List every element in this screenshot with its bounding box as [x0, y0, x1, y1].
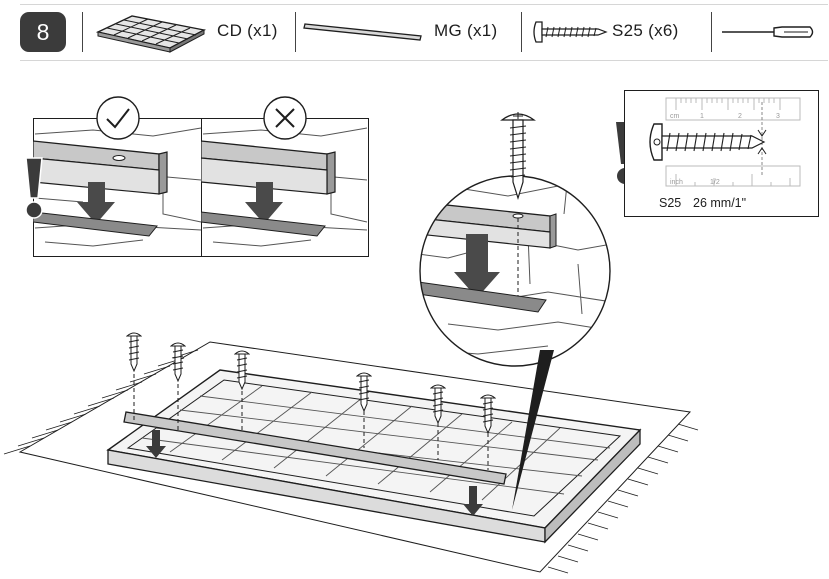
header-separator — [711, 12, 712, 52]
part-label-s25: S25 (x6) — [612, 21, 679, 40]
cross-mark-icon — [262, 95, 308, 141]
header-top-rule — [20, 4, 828, 5]
header-bottom-rule — [20, 60, 828, 61]
part-label-cd: CD (x1) — [217, 21, 278, 40]
screw-icon — [429, 382, 447, 425]
screw-icon — [532, 18, 608, 46]
screw-icon — [233, 348, 251, 391]
screw-spec-size: 26 mm/1" — [693, 196, 747, 210]
ruler-bottom-tick: 1/2 — [710, 179, 720, 186]
screw-spec-code: S25 — [659, 196, 682, 210]
screwdriver-icon — [720, 24, 816, 40]
screw-icon — [169, 340, 187, 383]
ruler-top-unit: cm — [670, 113, 680, 120]
header-separator — [82, 12, 83, 52]
header-separator — [521, 12, 522, 52]
metal-guide-rod-icon — [303, 20, 423, 44]
ruler-top-tick: 3 — [776, 113, 780, 120]
screw-size-panel: cm 1 2 3 inch 1/2 — [624, 90, 820, 218]
warning-exclamation-icon — [22, 156, 46, 220]
header-separator — [295, 12, 296, 52]
ruler-top-tick: 2 — [738, 113, 742, 120]
screw-icon — [125, 330, 143, 373]
magnified-detail-circle — [418, 174, 612, 368]
ruler-bottom-unit: inch — [670, 179, 683, 186]
screw-icon — [498, 108, 538, 201]
screw-icon — [355, 370, 373, 413]
screw-icon — [479, 392, 497, 435]
correct-orientation-panel — [32, 118, 203, 258]
ruler-top-tick: 1 — [700, 113, 704, 120]
part-label-mg: MG (x1) — [434, 21, 498, 40]
assembly-illustration — [0, 320, 700, 574]
step-number-badge: 8 — [20, 12, 66, 52]
cross-divider-icon — [92, 10, 208, 54]
check-mark-icon — [95, 95, 141, 141]
wrong-orientation-panel — [200, 118, 369, 258]
